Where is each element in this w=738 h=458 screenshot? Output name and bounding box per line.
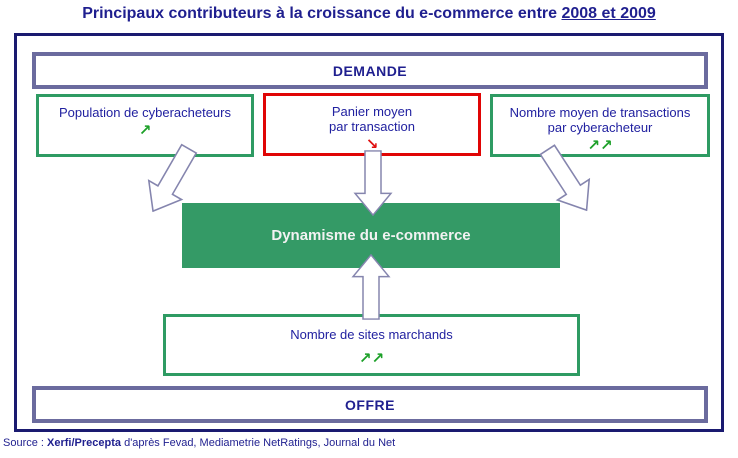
trend-double-up-icon: ↗↗ [358, 349, 385, 367]
trend-double-up-icon: ↗↗ [587, 136, 613, 154]
source-suffix: d'après Fevad, Mediametrie NetRatings, J… [121, 437, 396, 449]
cause-box-panier: Panier moyen par transaction ↘ [263, 93, 481, 156]
arrow-sites-to-center-icon [351, 254, 391, 320]
cause-box-transactions-label: Nombre moyen de transactions par cyberac… [509, 105, 691, 135]
trend-up-icon: ↗ [138, 121, 152, 139]
source-line: Source : Xerfi/Precepta d'après Fevad, M… [3, 437, 395, 449]
arrow-panier-to-center-icon [353, 150, 393, 216]
cause-box-sites-label: Nombre de sites marchands [290, 327, 453, 342]
page-title-underlined-years: 2008 et 2009 [561, 5, 656, 22]
trend-down-icon: ↘ [365, 135, 379, 153]
demande-banner: DEMANDE [32, 52, 708, 89]
arrow-population-to-center-icon [134, 137, 207, 222]
offre-banner: OFFRE [32, 386, 708, 423]
cause-box-population-label: Population de cyberacheteurs [58, 105, 231, 120]
page-title: Principaux contributeurs à la croissance… [0, 5, 738, 23]
cause-box-sites-marchands: Nombre de sites marchands ↗↗ [163, 314, 580, 376]
arrow-transactions-to-center-icon [529, 138, 605, 223]
source-prefix: Source : [3, 437, 48, 449]
dynamisme-label: Dynamisme du e-commerce [271, 227, 471, 244]
cause-box-transactions: Nombre moyen de transactions par cyberac… [490, 94, 710, 157]
offre-label: OFFRE [345, 396, 395, 413]
cause-box-panier-label: Panier moyen par transaction [329, 104, 415, 134]
source-emphasis: Xerfi/Precepta [47, 437, 122, 449]
demande-label: DEMANDE [332, 62, 408, 79]
page-title-text: Principaux contributeurs à la croissance… [82, 5, 558, 22]
cause-box-population: Population de cyberacheteurs ↗ [36, 94, 254, 157]
